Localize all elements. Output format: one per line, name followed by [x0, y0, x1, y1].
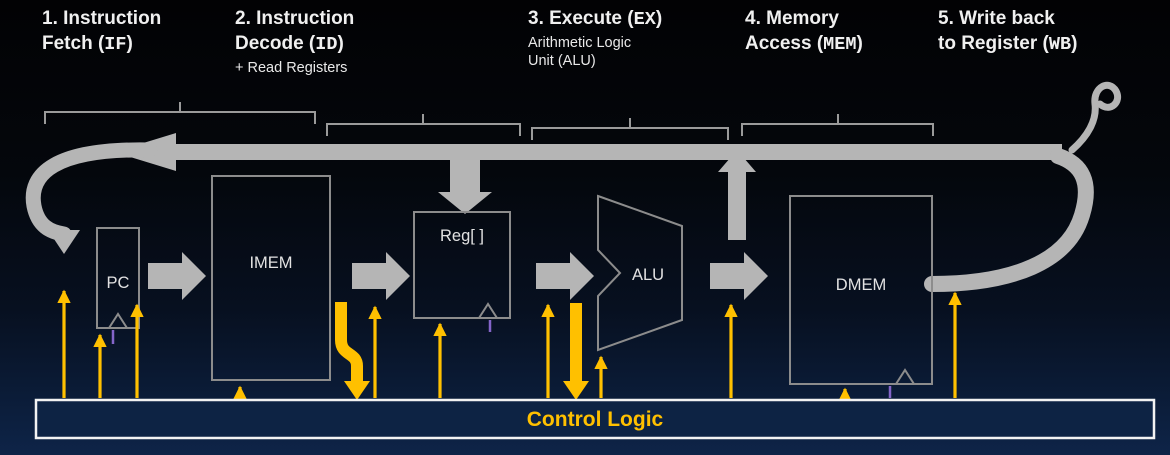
stage-title-line: Decode (ID)	[235, 33, 344, 56]
bracket-mem	[741, 114, 934, 136]
stage-title-line: to Register (WB)	[938, 33, 1078, 56]
stage-code-wb: WB	[1048, 34, 1072, 56]
writeback-bus	[176, 144, 1062, 160]
stage-subtitle: Unit (ALU)	[528, 53, 596, 70]
stage-label-id: 2. Instruction Decode (ID) + Read Regist…	[235, 6, 354, 78]
clock-signal-ticks	[111, 320, 892, 398]
stage-label-mem: 4. Memory Access (MEM)	[745, 6, 863, 57]
stage-label-if: 1. Instruction Fetch (IF)	[42, 6, 161, 57]
regfile-writeback-branch	[450, 158, 480, 192]
dmem-label: DMEM	[836, 276, 886, 294]
control-signals	[57, 289, 962, 402]
stage-subtitle: Arithmetic Logic	[528, 35, 632, 52]
regfile-to-alu-arrow	[536, 252, 594, 300]
bracket-ex	[531, 118, 729, 140]
dmem-to-bus-curve	[924, 148, 1094, 292]
regfile-label: Reg[ ]	[440, 227, 484, 245]
stage-title-line: Access (MEM)	[745, 33, 863, 56]
pc-label: PC	[107, 274, 130, 292]
stage-code-mem: MEM	[823, 34, 857, 56]
stage-title-line: 2. Instruction	[235, 8, 355, 29]
stage-title-line: 5. Write back	[938, 8, 1055, 29]
datapath-wires	[25, 81, 1121, 300]
register-to-control-arrowhead	[563, 381, 589, 400]
stage-title-line: 4. Memory	[745, 8, 839, 29]
stage-brackets	[44, 102, 934, 140]
instruction-to-control-arrow	[335, 302, 363, 382]
regfile-box	[413, 211, 511, 319]
stage-label-wb: 5. Write back to Register (WB)	[938, 6, 1077, 57]
alu-label: ALU	[632, 266, 664, 284]
dmem-clock-edge-icon	[895, 368, 915, 385]
stage-title-line: 3. Execute (EX)	[528, 8, 663, 30]
alu-to-dmem-arrow	[710, 252, 768, 300]
pc-clock-edge-icon	[108, 312, 128, 329]
instruction-to-control-arrowhead	[344, 381, 370, 400]
bracket-id	[326, 114, 521, 136]
control-logic-box	[34, 398, 1156, 440]
bracket-if	[44, 102, 316, 124]
pc-to-imem-arrow	[148, 252, 206, 300]
pc-box	[96, 227, 140, 329]
stage-title-line: 1. Instruction	[42, 8, 162, 29]
regfile-writeback-arrowhead	[438, 192, 492, 214]
wire-curl	[1068, 81, 1121, 154]
pc-feedback-arrowhead	[48, 230, 80, 254]
dmem-box	[789, 195, 933, 385]
stage-label-ex: 3. Execute (EX) Arithmetic Logic Unit (A…	[528, 6, 662, 71]
imem-box	[211, 175, 331, 381]
alu-to-bus-arrow	[718, 150, 756, 240]
components	[96, 175, 933, 385]
stage-code-if: IF	[104, 34, 127, 56]
stage-subtitle: + Read Registers	[235, 60, 348, 77]
control-logic-label: Control Logic	[527, 408, 664, 431]
imem-label: IMEM	[249, 254, 292, 272]
stage-title-line: Fetch (IF)	[42, 33, 133, 56]
stage-code-ex: EX	[633, 9, 656, 30]
imem-to-regfile-arrow	[352, 252, 410, 300]
alu-shape	[597, 194, 683, 352]
pc-feedback-curve	[25, 142, 158, 242]
regfile-clock-edge-icon	[478, 302, 498, 319]
stage-code-id: ID	[315, 34, 338, 56]
